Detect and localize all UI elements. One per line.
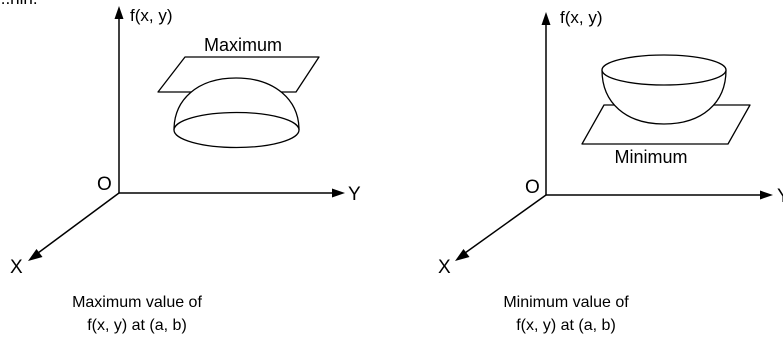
left-caption-line1: Maximum value of xyxy=(72,294,202,311)
left-panel: f(x, y) Y X O Maximum Maximum value of f… xyxy=(10,6,361,334)
right-y-axis-label: Y xyxy=(777,186,783,207)
right-z-axis-label: f(x, y) xyxy=(560,8,603,27)
left-origin-label: O xyxy=(97,174,112,195)
right-panel: f(x, y) Y X O Minimum Minimum value of f… xyxy=(438,8,783,334)
right-bowl-rim xyxy=(601,54,727,86)
right-origin-label: O xyxy=(525,177,540,198)
left-x-axis xyxy=(28,192,120,261)
left-y-axis xyxy=(119,188,345,198)
right-caption-line2: f(x, y) at (a, b) xyxy=(516,317,616,334)
cropped-text-fragment: ...hin. xyxy=(0,0,38,8)
left-tangent-plane xyxy=(157,56,320,93)
left-y-axis-label: Y xyxy=(348,184,361,205)
right-y-axis xyxy=(546,190,773,200)
left-shape-label: Maximum xyxy=(204,35,282,55)
right-z-axis xyxy=(541,12,551,195)
right-shape-label: Minimum xyxy=(614,147,687,167)
right-x-axis xyxy=(455,194,547,261)
left-x-axis-label: X xyxy=(10,257,23,278)
right-caption-line1: Minimum value of xyxy=(503,294,629,311)
left-z-axis xyxy=(114,6,124,193)
left-z-axis-label: f(x, y) xyxy=(130,6,173,25)
left-dome-base xyxy=(173,111,300,149)
right-x-axis-label: X xyxy=(438,257,451,278)
left-caption-line2: f(x, y) at (a, b) xyxy=(87,317,187,334)
